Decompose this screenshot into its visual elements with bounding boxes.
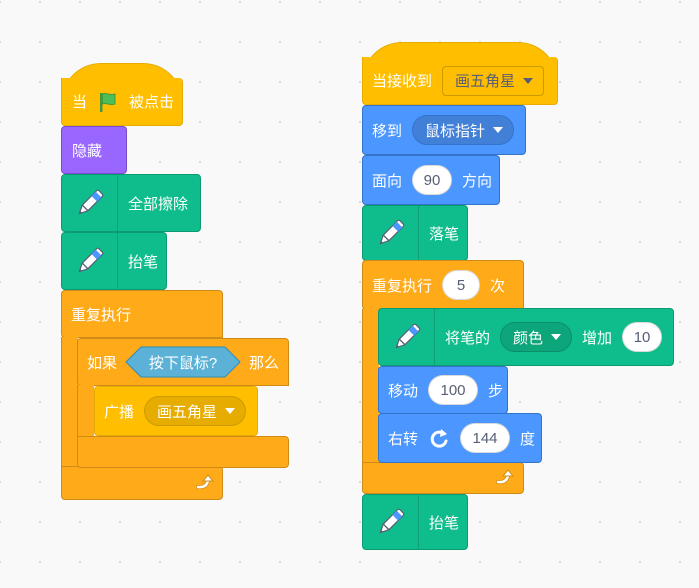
broadcast-block[interactable]: 广播 画五角星 — [94, 386, 258, 436]
repeat-block[interactable]: 重复执行 5 次 — [362, 260, 524, 310]
go-to-label: 移到 — [372, 122, 403, 140]
then-label: 那么 — [249, 354, 280, 372]
pen-icon — [62, 175, 118, 231]
dropdown-caret-icon — [225, 408, 236, 414]
when-receive-block[interactable]: 当接收到 画五角星 — [362, 57, 558, 105]
receive-message: 画五角星 — [455, 73, 516, 90]
point-direction-block[interactable]: 面向 90 方向 — [362, 155, 500, 205]
pen-up-label-2: 抬笔 — [429, 514, 460, 532]
green-flag-icon — [97, 91, 119, 113]
change-op-label: 增加 — [582, 329, 613, 347]
receive-message-dropdown[interactable]: 画五角星 — [442, 65, 545, 96]
when-flag-clicked-block[interactable]: 当 被点击 — [61, 78, 183, 126]
move-suffix: 步 — [488, 382, 504, 400]
move-label: 移动 — [388, 382, 419, 400]
broadcast-message-dropdown[interactable]: 画五角星 — [144, 396, 247, 426]
pen-up-label: 抬笔 — [128, 253, 159, 271]
when-receive-label: 当接收到 — [372, 73, 433, 90]
repeat-bottom — [362, 462, 524, 494]
change-amount-input[interactable]: 10 — [622, 322, 663, 352]
pen-down-label: 落笔 — [429, 225, 460, 243]
broadcast-label: 广播 — [104, 403, 135, 421]
pen-up-block[interactable]: 抬笔 — [61, 232, 167, 290]
turn-suffix: 度 — [520, 430, 536, 448]
change-pen-param-block[interactable]: 将笔的 颜色 增加 10 — [378, 308, 674, 366]
forever-block[interactable]: 重复执行 — [61, 290, 223, 338]
repeat-suffix: 次 — [490, 277, 506, 295]
loop-arrow-icon — [196, 474, 215, 490]
hide-label: 隐藏 — [72, 142, 103, 160]
repeat-label: 重复执行 — [372, 277, 433, 295]
dropdown-caret-icon — [493, 127, 504, 133]
if-arm — [77, 385, 94, 437]
go-to-target-dropdown[interactable]: 鼠标指针 — [412, 115, 515, 145]
point-suffix: 方向 — [462, 172, 493, 190]
if-bottom — [77, 436, 289, 468]
mouse-down-condition[interactable]: 按下鼠标? — [125, 346, 241, 378]
forever-label: 重复执行 — [71, 306, 132, 324]
pen-param-dropdown[interactable]: 颜色 — [500, 322, 573, 352]
dropdown-caret-icon — [523, 77, 534, 84]
point-label: 面向 — [372, 172, 403, 190]
dropdown-caret-icon — [551, 334, 562, 340]
change-pen-label: 将笔的 — [445, 329, 491, 347]
go-to-target: 鼠标指针 — [425, 122, 486, 140]
when-flag-prefix: 当 — [72, 94, 88, 111]
broadcast-message: 画五角星 — [157, 403, 218, 421]
condition-label: 按下鼠标? — [148, 354, 218, 372]
turn-label: 右转 — [388, 430, 419, 448]
turn-right-icon — [428, 427, 450, 449]
direction-input[interactable]: 90 — [412, 165, 453, 195]
move-steps-input[interactable]: 100 — [428, 375, 479, 405]
pen-icon — [363, 206, 419, 260]
turn-degrees-input[interactable]: 144 — [460, 423, 511, 453]
clear-block[interactable]: 全部擦除 — [61, 174, 201, 232]
pen-down-block[interactable]: 落笔 — [362, 205, 468, 261]
hide-block[interactable]: 隐藏 — [61, 126, 127, 174]
pen-icon — [379, 309, 435, 365]
if-then-block[interactable]: 如果 按下鼠标? 那么 — [77, 338, 289, 386]
pen-icon — [62, 233, 118, 289]
move-steps-block[interactable]: 移动 100 步 — [378, 366, 508, 414]
repeat-count-input[interactable]: 5 — [442, 270, 481, 300]
when-flag-suffix: 被点击 — [129, 94, 175, 111]
clear-label: 全部擦除 — [128, 195, 189, 213]
go-to-block[interactable]: 移到 鼠标指针 — [362, 105, 526, 155]
loop-arrow-icon — [496, 469, 515, 485]
repeat-arm — [362, 309, 379, 465]
pen-param: 颜色 — [513, 329, 544, 347]
pen-up-block-2[interactable]: 抬笔 — [362, 494, 468, 550]
forever-arm — [61, 337, 78, 467]
pen-icon — [363, 495, 419, 549]
turn-right-block[interactable]: 右转 144 度 — [378, 413, 542, 463]
if-label: 如果 — [87, 354, 118, 372]
